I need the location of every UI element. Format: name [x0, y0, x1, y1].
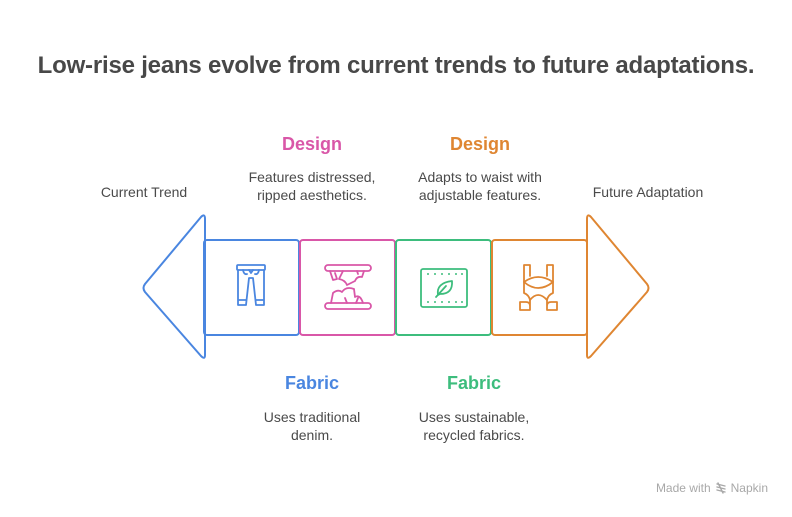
- step-4-description: Adapts to waist with adjustable features…: [390, 168, 570, 204]
- step-1-heading: Fabric: [284, 373, 340, 393]
- left-arrow-head: [142, 214, 206, 359]
- ripped-fabric-icon: [324, 264, 372, 310]
- step-1-description: Uses traditional denim.: [222, 408, 402, 444]
- step-3-description: Uses sustainable, recycled fabrics.: [384, 408, 564, 444]
- step-1-description-line1: Uses traditional: [263, 409, 361, 425]
- future-adaptation-label: Future Adaptation: [592, 184, 704, 200]
- adjustable-waist-icon: [519, 264, 558, 311]
- made-with-text: Made with: [655, 481, 711, 495]
- step-2-description-line2: ripped aesthetics.: [257, 187, 367, 203]
- step-4-description-line2: adjustable features.: [418, 187, 542, 203]
- step-3-description-line2: recycled fabrics.: [423, 427, 525, 443]
- pants-icon: [236, 264, 266, 306]
- step-2-heading: Design: [281, 134, 342, 154]
- napkin-brand-text: Napkin: [730, 481, 768, 495]
- step-1-box: [203, 239, 300, 336]
- eco-fabric-leaf-icon: [420, 268, 468, 308]
- step-2-description-line1: Features distressed,: [248, 169, 376, 185]
- current-trend-label: Current Trend: [100, 184, 188, 200]
- right-arrow-head: [586, 214, 650, 359]
- step-1-description-line2: denim.: [290, 427, 334, 443]
- step-2-description: Features distressed, ripped aesthetics.: [222, 168, 402, 204]
- step-4-description-line1: Adapts to waist with: [418, 169, 542, 185]
- napkin-logo-icon: [715, 482, 726, 494]
- step-3-heading: Fabric: [446, 373, 502, 393]
- page-title: Low-rise jeans evolve from current trend…: [37, 52, 755, 79]
- made-with-napkin-badge: Made with Napkin: [656, 481, 768, 495]
- step-3-description-line1: Uses sustainable,: [418, 409, 530, 425]
- step-4-heading: Design: [449, 134, 510, 154]
